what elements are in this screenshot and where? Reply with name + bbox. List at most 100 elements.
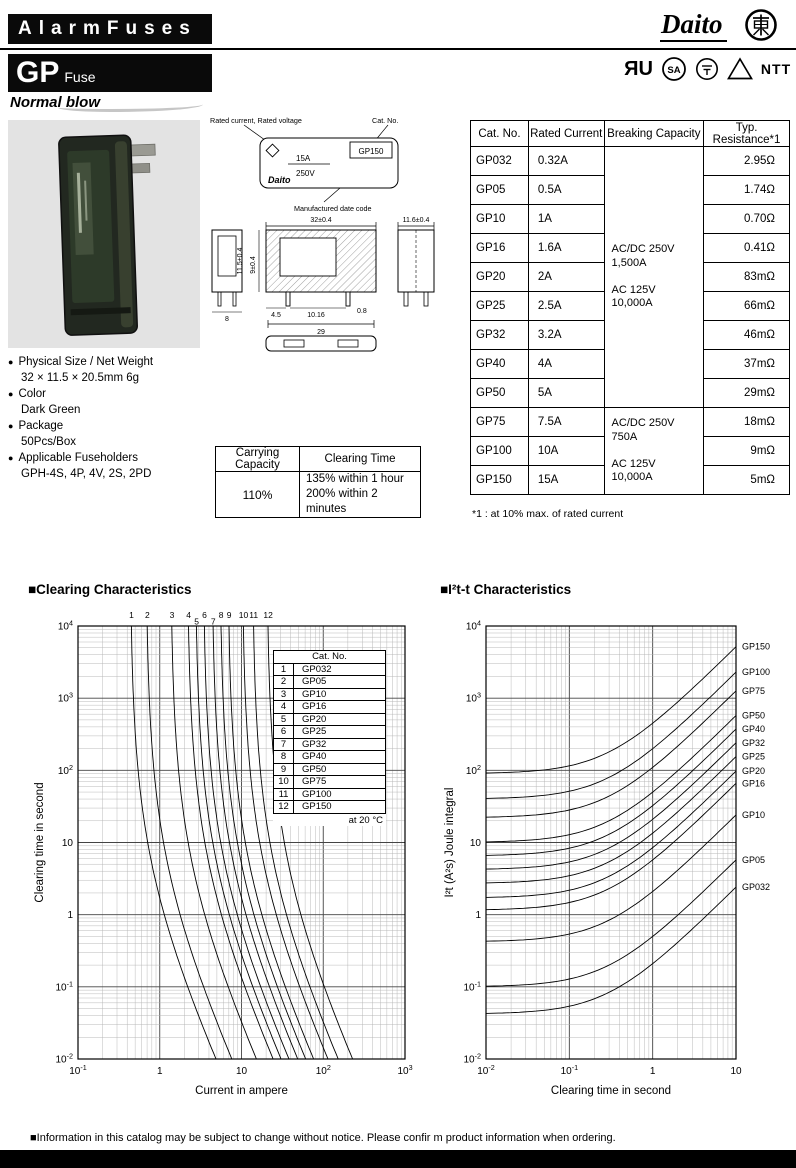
svg-text:1: 1 [475, 910, 481, 921]
curve-number-label: 11 [249, 610, 258, 620]
spec-value: GPH-4S, 4P, 4V, 2S, 2PD [21, 468, 152, 480]
rated-current-cell: 3.2A [527, 320, 605, 350]
clearing-curve-GP05 [146, 625, 233, 1060]
resistance-cell: 0.70Ω [703, 204, 790, 234]
ratings-header-cell: Breaking Capacity [603, 120, 705, 147]
carrying-capacity-table: Carrying Capacity Clearing Time 110% 135… [215, 446, 421, 518]
technical-drawing: Rated current, Rated voltage Cat. No. GP… [210, 116, 435, 352]
i2t-curve-label: GP50 [742, 711, 765, 721]
i2t-curve-GP75 [485, 690, 737, 818]
svg-text:103: 103 [58, 691, 73, 705]
clearing-curve-GP032 [130, 625, 217, 1060]
clearing-value: 135% within 1 hour 200% within 2 minutes [299, 471, 421, 518]
ratings-header-cell: Rated Current [527, 120, 605, 147]
footer-bar [0, 1150, 796, 1168]
carrying-value: 110% [215, 471, 300, 518]
carrying-header: Carrying Capacity [215, 446, 300, 472]
series-suffix: Fuse [64, 69, 96, 85]
swoosh-decoration [58, 100, 203, 112]
rated-current-cell: 1.6A [527, 233, 605, 263]
svg-text:I²t (A²s) Joule integral: I²t (A²s) Joule integral [444, 788, 456, 898]
legend-note: at 20 °C [348, 814, 383, 826]
clearing-curve-GP75 [242, 625, 329, 1060]
svg-text:32±0.4: 32±0.4 [310, 217, 331, 224]
svg-text:10: 10 [236, 1066, 248, 1077]
cat-no-cell: GP25 [470, 291, 529, 321]
curve-number-label: 2 [145, 610, 150, 620]
ratings-header-cell: Cat. No. [470, 120, 529, 147]
i2t-curve-label: GP032 [742, 882, 770, 892]
svg-text:10: 10 [730, 1066, 742, 1077]
spec-value: Dark Green [21, 404, 81, 416]
cat-no-cell: GP100 [470, 436, 529, 466]
curve-number-label: 6 [202, 610, 207, 620]
resistance-cell: 5mΩ [703, 465, 790, 495]
curve-number-label: 7 [211, 617, 216, 627]
clearing-curve-GP10 [171, 625, 257, 1060]
resistance-cell: 1.74Ω [703, 175, 790, 205]
svg-text:8: 8 [225, 316, 229, 323]
rated-current-cell: 5A [527, 378, 605, 408]
i2t-curve-label: GP25 [742, 752, 765, 762]
spec-label: ●Physical Size / Net Weight [8, 356, 154, 368]
svg-text:GP150: GP150 [359, 147, 384, 156]
rated-current-cell: 0.5A [527, 175, 605, 205]
svg-text:102: 102 [58, 763, 73, 777]
svg-text:104: 104 [466, 619, 481, 633]
svg-text:10-1: 10-1 [561, 1063, 579, 1077]
cat-no-cell: GP75 [470, 407, 529, 437]
ntt-label: NTT [760, 61, 792, 77]
series-name: GP [16, 56, 60, 89]
svg-text:1: 1 [67, 910, 73, 921]
resistance-cell: 0.41Ω [703, 233, 790, 263]
svg-text:250V: 250V [296, 169, 315, 178]
ratings-header-cell: Typ. Resistance*1 [703, 120, 790, 147]
resistance-cell: 18mΩ [703, 407, 790, 437]
clearing-curve-GP20 [195, 625, 282, 1060]
spec-label: ●Color [8, 388, 46, 400]
svg-text:11.6±0.4: 11.6±0.4 [403, 217, 430, 224]
svg-text:Daito: Daito [268, 175, 291, 185]
svg-text:Cat. No.: Cat. No. [372, 116, 398, 125]
curve-number-label: 3 [170, 610, 175, 620]
spec-label: ●Package [8, 420, 64, 432]
svg-text:10-1: 10-1 [69, 1063, 87, 1077]
header-divider [0, 48, 796, 50]
svg-text:SA: SA [667, 65, 680, 76]
cat-no-cell: GP032 [470, 146, 529, 176]
cat-no-cell: GP16 [470, 233, 529, 263]
curve-number-label: 1 [129, 610, 134, 620]
daito-logo: Daito [660, 8, 727, 42]
svg-text:10-2: 10-2 [55, 1052, 73, 1066]
svg-text:Clearing time in second: Clearing time in second [34, 782, 46, 902]
svg-text:1: 1 [157, 1066, 163, 1077]
curve-number-label: 8 [219, 610, 224, 620]
svg-text:29: 29 [317, 329, 325, 336]
i2t-curve-label: GP05 [742, 855, 765, 865]
cat-no-cell: GP40 [470, 349, 529, 379]
i2t-curve-label: GP10 [742, 810, 765, 820]
rated-current-cell: 1A [527, 204, 605, 234]
rated-current-cell: 0.32A [527, 146, 605, 176]
i2t-curve-GP10 [485, 814, 737, 942]
clearing-header: Clearing Time [299, 446, 421, 472]
curve-number-label: 4 [186, 610, 191, 620]
curve-number-label: 10 [239, 610, 249, 620]
i2t-section-title: ■I²t-t Characteristics [440, 582, 572, 597]
svg-text:15A: 15A [296, 154, 311, 163]
rated-current-cell: 10A [527, 436, 605, 466]
footer-note: ■Information in this catalog may be subj… [30, 1132, 616, 1144]
